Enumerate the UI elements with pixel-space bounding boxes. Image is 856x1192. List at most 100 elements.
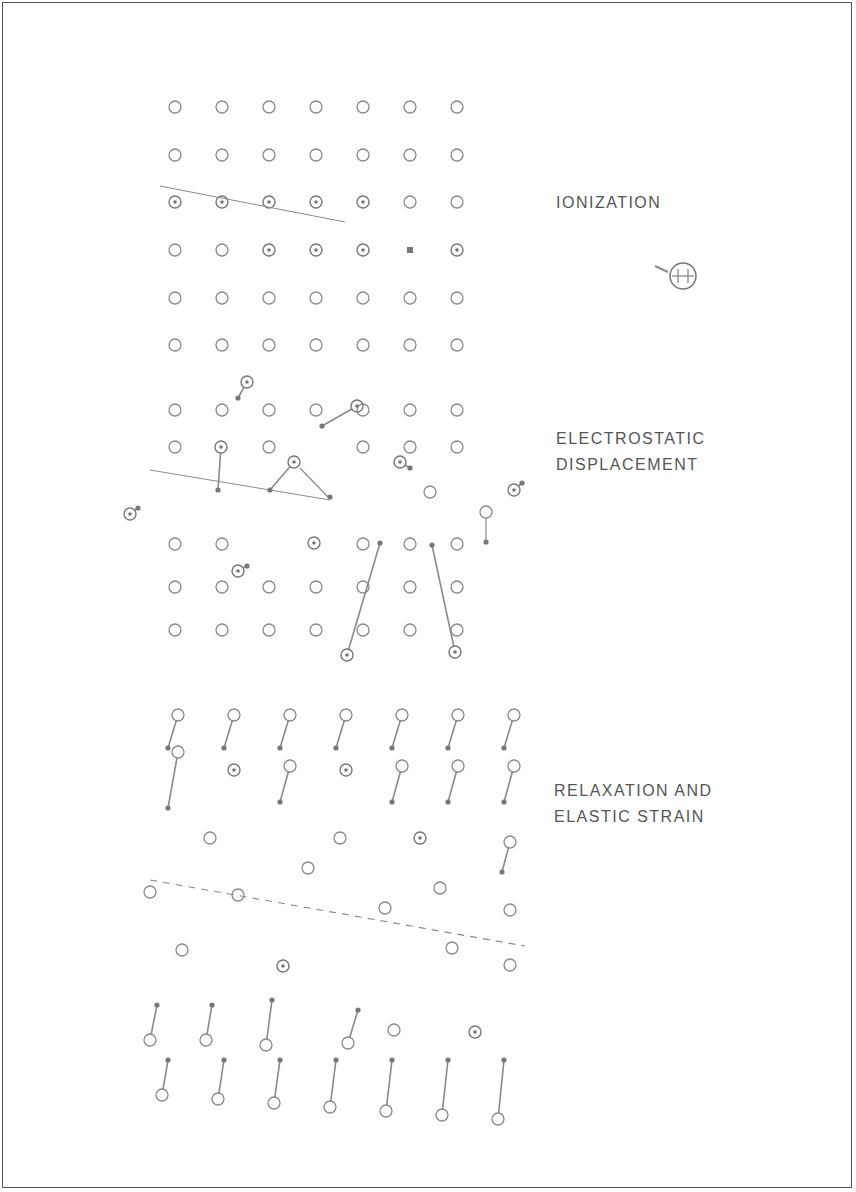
original-site-dot [154,1002,159,1007]
ion-atom [357,244,369,256]
ion-atom [263,244,275,256]
original-site-dot [333,1057,338,1062]
lattice-atom [169,244,181,256]
lattice-atom [492,1113,504,1125]
ion-atom [169,196,181,208]
ion-charge-dot [453,650,457,654]
lattice-atom [388,1024,400,1036]
lattice-atom [268,1097,280,1109]
ion-atom [308,537,320,549]
lattice-atom [446,942,458,954]
lattice-atom [263,581,275,593]
lattice-atom [357,538,369,550]
original-site-dot [165,745,170,750]
track-line [485,518,486,540]
track-line [207,1005,212,1034]
ion-charge-dot [398,460,402,464]
lattice-atom [169,581,181,593]
ion-atom [241,376,253,388]
lattice-atom [404,441,416,453]
lattice-atom [357,339,369,351]
ion-charge-dot [173,200,177,204]
original-site-dot [165,1057,170,1062]
lattice-atom [156,1089,168,1101]
lattice-atom [169,624,181,636]
original-site-dot [269,997,274,1002]
lattice-atom [200,1034,212,1046]
lattice-atom [404,149,416,161]
lattice-atom [357,624,369,636]
track-line [219,1060,224,1093]
ion-atom [228,764,240,776]
lattice-atom [169,538,181,550]
lattice-atom [216,292,228,304]
track-line [448,772,456,802]
lattice-atom [216,339,228,351]
panel-label: IONIZATION [556,190,756,216]
track-line [150,880,525,946]
lattice-atom [204,832,216,844]
track-line [280,772,288,802]
lattice-atom [508,760,520,772]
track-line [502,848,508,872]
lattice-atom [357,441,369,453]
original-site-dot [319,423,324,428]
ion-charge-dot [232,768,236,772]
lattice-atom [451,149,463,161]
track-line [331,1060,336,1101]
lattice-atom [176,944,188,956]
track-line [275,1060,280,1097]
original-site-dot [355,1007,360,1012]
track-line [270,467,290,490]
ion-charge-dot [355,404,359,408]
lattice-atom [216,624,228,636]
ion-atom [310,196,322,208]
track-line [163,1060,168,1089]
lattice-atom [310,404,322,416]
track-line [504,772,512,802]
lattice-atom [263,292,275,304]
track-line [443,1060,448,1109]
ion-charge-dot [219,445,223,449]
track-line [280,721,288,748]
lattice-atom [212,1093,224,1105]
lattice-atom [357,149,369,161]
original-site-dot [165,805,170,810]
ion-charge-dot [512,488,516,492]
lattice-atom [310,624,322,636]
ion-charge-dot [345,653,349,657]
track-line [672,275,694,276]
ion-charge-dot [236,569,240,573]
ion-atom [341,649,353,661]
ion-atom [288,456,300,468]
ion-charge-dot [314,200,318,204]
lattice-atom [380,1105,392,1117]
ion-charge-dot [267,248,271,252]
ion-atom [451,244,463,256]
lattice-atom [451,196,463,208]
track-line [300,468,328,497]
lattice-atom [451,404,463,416]
lattice-atom [169,339,181,351]
lattice-atom [436,1109,448,1121]
ion-charge-dot [245,380,249,384]
ion-charge-dot [418,836,422,840]
track-line [168,721,176,748]
track-line [267,1000,272,1039]
lattice-atom [334,832,346,844]
lattice-atom [260,1039,272,1051]
lattice-atom [404,581,416,593]
lattice-atom [263,624,275,636]
lattice-atom [216,149,228,161]
lattice-atom [340,709,352,721]
incident-ion [670,263,696,289]
ion-charge-dot [473,1030,477,1034]
ion-charge-dot [344,768,348,772]
lattice-atom [480,506,492,518]
original-site-dot [407,465,412,470]
panel-label: ELECTROSTATIC DISPLACEMENT [556,426,726,479]
original-site-dot [277,799,282,804]
track-line [168,758,177,808]
ion-atom [469,1026,481,1038]
